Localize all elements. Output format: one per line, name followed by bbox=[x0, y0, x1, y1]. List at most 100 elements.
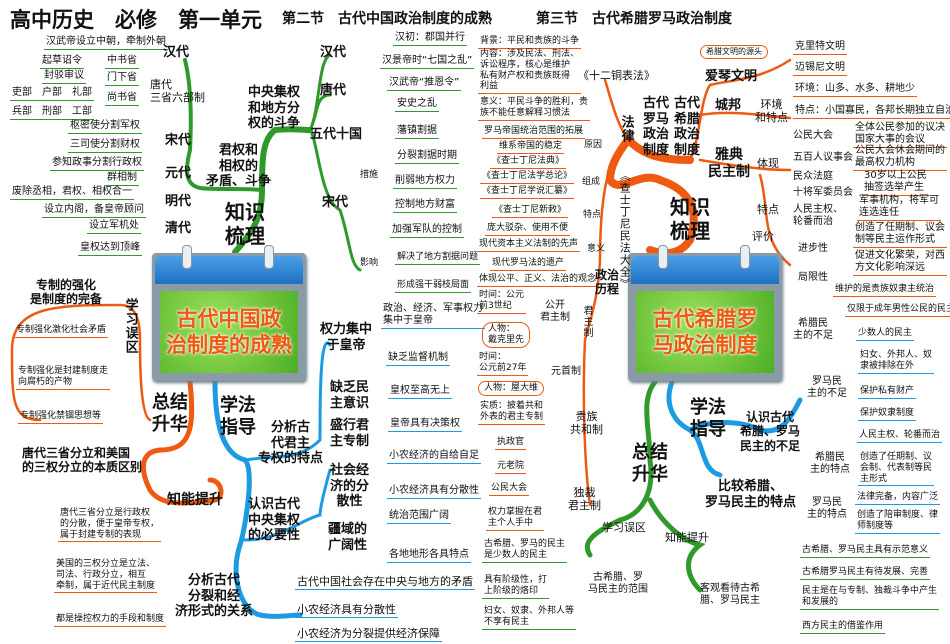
leaf-node-left_page-blue-10: 小农经济的自给自足 bbox=[387, 450, 481, 464]
binder-ring-icon bbox=[740, 245, 750, 269]
leaf-node-right_page-orange-52: 公开 君主制 bbox=[540, 300, 570, 323]
leaf-node-right_page-orange-13: 环境：山多、水多、耕地少 bbox=[793, 83, 917, 97]
leaf-node-right_page-green-6: 妇女、奴隶、外邦人等 不享有民主 bbox=[482, 606, 577, 630]
leaf-node-left_page-blue-3: 缺乏监督机制 bbox=[386, 352, 450, 366]
leaf-node-right_page-orange-62: 公民大会 bbox=[489, 483, 530, 496]
leaf-node-right_page-orange-30: 促进文化繁荣，对西 方文化影响深远 bbox=[853, 250, 947, 276]
leaf-node-right_page-orange-26: 人民主权、 轮番而治 bbox=[793, 204, 843, 227]
topic-card-china: 古代中国政 治制度的成熟 bbox=[152, 245, 306, 381]
leaf-node-right_page-orange-35: 罗马帝国统治范围的拓展 bbox=[482, 126, 586, 139]
leaf-node-left_page-green-35: 措施 bbox=[360, 170, 379, 180]
leaf-node-left_page-green-37: 控制地方财富 bbox=[393, 199, 457, 213]
leaf-node-right_page-orange-48: 现代罗马法的遗产 bbox=[490, 258, 567, 271]
branch-orange-greece bbox=[688, 58, 792, 267]
branch-node-left_page-blue-4: 缺乏民 主意识 bbox=[330, 380, 370, 411]
leaf-node-right_page-orange-24: 军事机构，将军可 连选连任 bbox=[857, 195, 941, 221]
leaf-node-right_page-orange-31: 局限性 bbox=[798, 272, 828, 283]
branch-node-left_page-blue-6: 盛行君 主专制 bbox=[330, 418, 370, 449]
leaf-node-left_page-green-32: 藩镇割据 bbox=[395, 125, 439, 139]
leaf-node-right_page-blue-13: 法律完备，内容广泛 bbox=[855, 492, 941, 505]
branch-node-right_page-blue-7: 认识古代 希腊、罗马 民主的不足 bbox=[740, 410, 801, 453]
leaf-node-right_page-orange-47: 《查士丁尼民法大全》 bbox=[618, 170, 632, 290]
leaf-node-right_page-green-4: 古希腊、罗 马民主的范围 bbox=[588, 572, 648, 595]
leaf-node-left_page-blue-11: 小农经济具有分散性 bbox=[387, 485, 481, 499]
leaf-node-right_page-orange-53: 君主制 bbox=[581, 305, 592, 338]
branch-green-left bbox=[183, 58, 264, 192]
unit-title: 高中历史 必修 第一单元 bbox=[10, 8, 262, 32]
leaf-node-left_page-green-30: 安史之乱 bbox=[395, 98, 439, 112]
leaf-node-right_page-orange-2: 《十二铜表法》 bbox=[578, 69, 655, 82]
branch-node-left_page-blue-9: 社会经 济的分 散性 bbox=[330, 463, 370, 510]
leaf-node-right_page-blue-10: 创造了任期制、议 会制、代表制等民 主形式 bbox=[858, 452, 935, 487]
card-title: 古代希腊罗 马政治制度 bbox=[652, 306, 758, 357]
branch-node-left_page-green-17: 明代 bbox=[165, 194, 192, 209]
branch-node-left_page-orange-7: 知能提升 bbox=[167, 492, 223, 508]
leaf-node-right_page-orange-22: 30岁以上公民 抽签选举产生 bbox=[862, 170, 929, 196]
leaf-node-right_page-orange-54: 人物： 戴克里先 bbox=[482, 322, 531, 348]
leaf-node-right_page-orange-57: 人物：屋大维 bbox=[478, 381, 545, 396]
leaf-node-left_page-green-5: 门下省 bbox=[105, 72, 139, 86]
leaf-node-right_page-orange-37: 维系帝国的稳定 bbox=[497, 141, 565, 154]
branch-node-left_page-green-25: 汉代 bbox=[320, 45, 347, 60]
leaf-node-right_page-orange-40: 组成 bbox=[582, 177, 601, 187]
leaf-node-right_page-orange-27: 评价 bbox=[752, 230, 774, 243]
leaf-node-right_page-blue-8: 人民主权、轮番而治 bbox=[857, 430, 943, 443]
leaf-node-left_page-blue-18: 小农经济具有分散性 bbox=[295, 603, 398, 619]
section-3-title: 第三节 古代希腊罗马政治制度 bbox=[536, 11, 732, 27]
leaf-node-right_page-orange-64: 权力掌握在君 主个人手中 bbox=[486, 507, 545, 531]
leaf-node-left_page-green-4: 封驳审议 bbox=[42, 70, 86, 84]
leaf-node-right_page-orange-42: 《查士丁尼新敕》 bbox=[492, 205, 569, 218]
leaf-node-left_page-green-0: 汉武帝设立中朝，牵制外朝 bbox=[44, 36, 168, 50]
leaf-node-right_page-green-1: 学习误区 bbox=[602, 521, 646, 534]
leaf-node-right_page-orange-33: 仅限于成年男性公民的民主 bbox=[845, 304, 950, 317]
leaf-node-right_page-orange-39: 《查士丁尼法学总论》 bbox=[480, 171, 575, 184]
branch-node-right_page-blue-11: 比较希腊、 罗马民主的特点 bbox=[705, 479, 797, 510]
branch-node-left_page-green-29: 唐代 bbox=[320, 83, 347, 98]
leaf-node-right_page-green-11: 西方民主的借鉴作用 bbox=[800, 621, 886, 634]
leaf-node-left_page-blue-7: 皇帝具有决策权 bbox=[388, 418, 462, 432]
branch-node-left_page-green-31: 五代十国 bbox=[310, 127, 363, 142]
leaf-node-left_page-green-33: 分裂割据时期 bbox=[395, 150, 459, 164]
leaf-node-left_page-green-39: 影响 bbox=[360, 258, 379, 268]
section-2-title: 第二节 古代中国政治制度的成熟 bbox=[282, 11, 492, 27]
leaf-node-right_page-orange-36: 原因 bbox=[584, 140, 603, 150]
leaf-node-left_page-orange-9: 美国的三权分立是立法、 司法、行政分立，相互 牵制，属于近代民主制度 bbox=[54, 559, 158, 594]
branch-green-summary bbox=[585, 379, 706, 593]
leaf-node-left_page-green-12: 三司使分割财权 bbox=[68, 139, 142, 153]
leaf-node-right_page-orange-51: 时间：公元 前3世纪 bbox=[477, 290, 527, 314]
leaf-node-right_page-blue-4: 罗马民 主的不足 bbox=[807, 376, 847, 399]
leaf-node-right_page-orange-9: 克里特文明 bbox=[793, 41, 847, 55]
branch-node-left_page-green-22: 君权和 相权的 矛盾、斗争 bbox=[206, 143, 272, 190]
branch-node-left_page-blue-8: 分析古 代君主 专权的特点 bbox=[258, 420, 324, 467]
branch-green-right bbox=[308, 53, 362, 272]
branch-node-left_page-blue-12: 认识古代 中央集权 的必要性 bbox=[248, 497, 301, 544]
branch-node-left_page-green-14: 元代 bbox=[165, 166, 192, 181]
leaf-node-right_page-orange-18: 全体公民参加的议决 国家大事的会议 bbox=[853, 122, 947, 148]
leaf-node-right_page-orange-16: 体现 bbox=[757, 157, 779, 170]
branch-blue-sub bbox=[243, 341, 332, 542]
leaf-node-right_page-orange-29: 进步性 bbox=[798, 243, 828, 254]
leaf-node-right_page-green-8: 古希腊、罗马民主具有示范意义 bbox=[800, 545, 931, 558]
leaf-node-left_page-green-20: 设立军机处 bbox=[87, 220, 141, 234]
branch-node-left_page-green-24: 中央集权 和地方分 权的斗争 bbox=[248, 85, 301, 132]
leaf-node-left_page-green-38: 加强军队的控制 bbox=[390, 224, 464, 238]
leaf-node-right_page-green-2: 知能提升 bbox=[665, 531, 709, 544]
leaf-node-right_page-orange-21: 民众法庭 bbox=[793, 171, 833, 182]
leaf-node-left_page-green-10: 枢密使分割军权 bbox=[68, 120, 142, 134]
leaf-node-right_page-orange-44: 庞大驳杂、使用不便 bbox=[485, 223, 571, 236]
leaf-node-right_page-orange-12: 环境 和特点 bbox=[755, 98, 788, 125]
branch-green-main bbox=[232, 126, 313, 255]
leaf-node-right_page-orange-23: 十将军委员会 bbox=[793, 187, 853, 198]
leaf-node-left_page-green-40: 解决了地方割据问题 bbox=[395, 252, 481, 265]
leaf-node-right_page-green-10: 民主是在与专制、独裁斗争中产生 和发展的 bbox=[800, 586, 940, 610]
leaf-node-left_page-orange-2: 专制强化激化社会矛盾 bbox=[14, 325, 109, 338]
leaf-node-right_page-orange-45: 现代资本主义法制的先声 bbox=[477, 239, 581, 252]
leaf-node-left_page-green-7: 吏部 户部 礼部 bbox=[10, 87, 94, 101]
leaf-node-left_page-orange-10: 都是操控权力的手段和制度 bbox=[54, 614, 167, 627]
leaf-node-left_page-green-26: 汉初：郡国并行 bbox=[393, 32, 467, 46]
leaf-node-right_page-orange-56: 元首制 bbox=[551, 366, 581, 377]
leaf-node-right_page-blue-14: 创造了陪审制度、律 师制度等 bbox=[855, 510, 941, 534]
binder-ring-icon bbox=[658, 245, 668, 269]
leaf-node-left_page-green-9: 兵部 刑部 工部 bbox=[10, 106, 94, 120]
leaf-node-right_page-blue-6: 保护奴隶制度 bbox=[858, 408, 917, 421]
